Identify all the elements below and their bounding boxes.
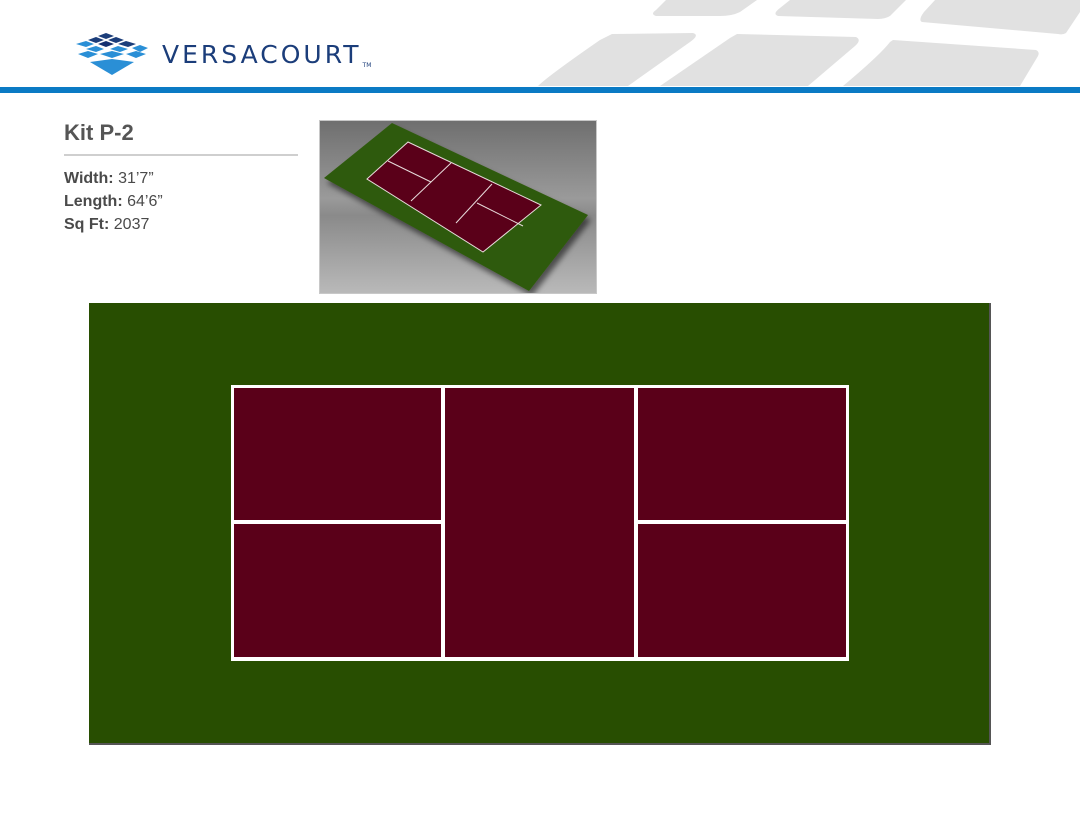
header-accent-bar (0, 87, 1080, 93)
kit-title: Kit P-2 (64, 120, 298, 156)
header-decoration (538, 0, 1080, 86)
spec-label: Length: (64, 193, 123, 210)
spec-sqft: Sq Ft: 2037 (64, 213, 298, 236)
service-box-left-top (234, 388, 441, 520)
court-layout-diagram (89, 303, 991, 745)
spec-length: Length: 64’6” (64, 190, 298, 213)
kit-specs-panel: Kit P-2 Width: 31’7” Length: 64’6” Sq Ft… (64, 120, 298, 236)
spec-label: Sq Ft: (64, 216, 110, 233)
court-3d-preview (319, 120, 597, 294)
service-box-right-bottom (638, 524, 846, 657)
playing-area (231, 385, 849, 661)
court-3d-illustration (324, 123, 588, 291)
versacourt-logo[interactable]: VERSACOURTTM (74, 32, 371, 76)
spec-list: Width: 31’7” Length: 64’6” Sq Ft: 2037 (64, 167, 298, 236)
kitchen-zone (445, 388, 634, 657)
service-box-left-bottom (234, 524, 441, 657)
spec-label: Width: (64, 170, 114, 187)
spec-width: Width: 31’7” (64, 167, 298, 190)
brand-name: VERSACOURTTM (162, 39, 372, 69)
trademark: TM (362, 61, 372, 69)
page-header: VERSACOURTTM (0, 0, 1080, 96)
spec-value: 31’7” (118, 170, 154, 187)
spec-value: 64’6” (127, 193, 163, 210)
service-box-right-top (638, 388, 846, 520)
spec-value: 2037 (113, 216, 150, 233)
versacourt-tile-icon (76, 33, 148, 75)
